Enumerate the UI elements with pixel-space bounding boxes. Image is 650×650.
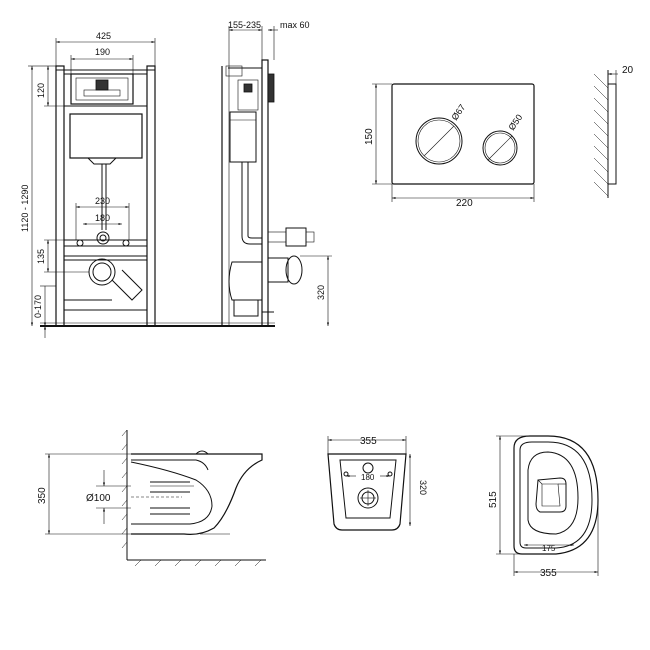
side-wall xyxy=(261,59,269,327)
plate-side-profile xyxy=(607,83,617,185)
frame-front-view: 425 190 120 1120 - 1290 230 180 135 0-17… xyxy=(20,31,275,338)
flush-plate-view: Ø67 Ø50 150 220 20 xyxy=(364,65,634,209)
dim-window-width: 190 xyxy=(95,47,110,57)
actuator-window xyxy=(70,73,134,105)
side-drain-outlet xyxy=(267,257,289,283)
dim-bowl-height: 350 xyxy=(37,487,48,504)
dim-plate-height: 150 xyxy=(364,128,375,145)
dim-back-bolt-spacing: 180 xyxy=(361,473,375,482)
dim-bolt-inner: 180 xyxy=(95,213,110,223)
dim-back-width: 355 xyxy=(360,436,377,447)
bowl-back-view: 180 355 320 xyxy=(327,436,428,531)
bowl-top-view: 175 515 355 xyxy=(488,435,599,579)
bowl-top-opening xyxy=(535,477,567,513)
cistern xyxy=(69,113,143,159)
dim-frame-width: 425 xyxy=(96,31,111,41)
flush-button-large xyxy=(415,117,463,165)
flush-plate xyxy=(391,83,535,185)
frame-side-view: 155-235 max 60 320 xyxy=(195,20,332,327)
dim-frame-depth: 155-235 xyxy=(228,20,261,30)
frame-left-upright xyxy=(55,65,65,327)
dim-back-depth: 320 xyxy=(418,480,428,495)
bowl-back-outlet xyxy=(357,487,379,509)
dim-outlet-height: 135 xyxy=(36,249,46,264)
dim-wall-gap: max 60 xyxy=(280,20,310,30)
dim-frame-height: 1120 - 1290 xyxy=(20,185,30,232)
dim-adjust-range: 0-170 xyxy=(33,295,43,318)
dim-drain-height: 320 xyxy=(316,285,326,300)
dim-small-button: Ø50 xyxy=(506,112,524,132)
flush-button-small xyxy=(482,130,518,166)
dim-big-button: Ø67 xyxy=(449,102,467,122)
dim-bowl-width: 355 xyxy=(540,568,557,579)
bowl-side-view: 350 Ø100 xyxy=(37,429,266,567)
side-cistern xyxy=(229,111,257,163)
dim-window-height: 120 xyxy=(36,83,46,98)
bowl-back-body xyxy=(327,453,407,531)
dim-plate-thickness: 20 xyxy=(622,65,634,76)
dim-seat-spacing: 175 xyxy=(542,544,556,553)
dim-plate-width: 220 xyxy=(456,198,473,209)
bowl-side-body xyxy=(131,453,263,535)
dim-outlet-diameter: Ø100 xyxy=(86,493,111,504)
frame-right-upright xyxy=(146,65,156,327)
dim-bowl-length: 515 xyxy=(488,491,499,508)
dim-bolt-outer: 230 xyxy=(95,196,110,206)
